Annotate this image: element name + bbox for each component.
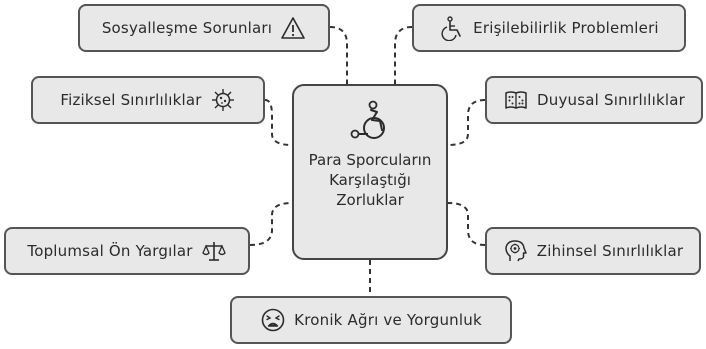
node-label: Zihinsel Sınırlılıklar — [536, 242, 684, 260]
link-mental — [447, 202, 486, 246]
node-sensory-limitations[interactable]: Duyusal Sınırlılıklar — [485, 76, 703, 124]
link-social — [329, 26, 348, 84]
node-label: Kronik Ağrı ve Yorgunluk — [294, 311, 482, 329]
tired-face-icon — [260, 307, 286, 333]
node-accessibility-problems[interactable]: Erişilebilirlik Problemleri — [412, 4, 686, 52]
scales-icon — [201, 238, 227, 264]
virus-icon — [210, 87, 236, 113]
node-physical-limitations[interactable]: Fiziksel Sınırlılıklar — [31, 76, 265, 124]
central-title: Para Sporcuların Karşılaştığı Zorluklar — [308, 151, 432, 209]
node-chronic-pain-fatigue[interactable]: Kronik Ağrı ve Yorgunluk — [230, 296, 512, 344]
node-mental-limitations[interactable]: Zihinsel Sınırlılıklar — [485, 227, 701, 275]
link-access — [394, 26, 413, 84]
link-prejudice — [249, 202, 293, 246]
link-sensory — [447, 99, 486, 146]
node-label: Erişilebilirlik Problemleri — [473, 19, 659, 37]
node-social-prejudices[interactable]: Toplumsal Ön Yargılar — [4, 227, 250, 275]
accessibility-icon — [439, 15, 465, 41]
node-social-problems[interactable]: Sosyalleşme Sorunları — [78, 4, 330, 52]
wheelchair-athlete-icon — [350, 100, 385, 139]
warning-icon — [280, 15, 306, 41]
node-label: Fiziksel Sınırlılıklar — [60, 91, 202, 109]
node-label: Duyusal Sınırlılıklar — [537, 91, 685, 109]
braille-book-icon — [503, 87, 529, 113]
link-physical — [264, 99, 293, 146]
central-topic[interactable]: Para Sporcuların Karşılaştığı Zorluklar — [292, 84, 448, 260]
node-label: Toplumsal Ön Yargılar — [27, 242, 193, 260]
brain-head-icon — [503, 238, 529, 264]
node-label: Sosyalleşme Sorunları — [101, 19, 273, 37]
